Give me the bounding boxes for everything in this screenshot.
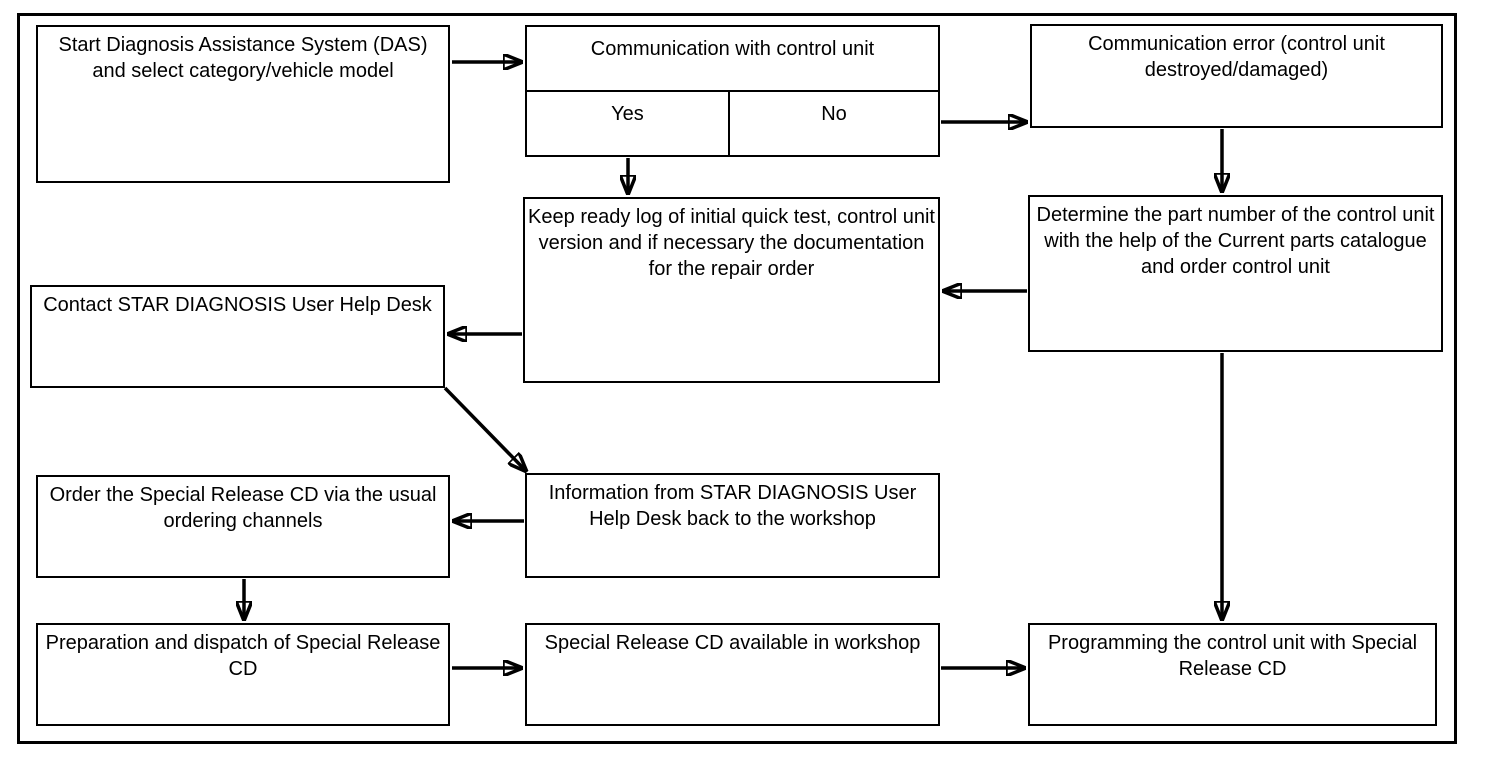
node-cd-available-workshop: Special Release CD available in workshop: [525, 623, 940, 726]
node-preparation-dispatch-cd-label: Preparation and dispatch of Special Rele…: [45, 632, 441, 680]
node-keep-ready-log-label: Keep ready log of initial quick test, co…: [528, 206, 935, 280]
node-info-back-to-workshop: Information from STAR DIAGNOSIS User Hel…: [525, 473, 940, 578]
node-cd-available-workshop-label: Special Release CD available in workshop: [544, 632, 921, 654]
node-programming-control-unit: Programming the control unit with Specia…: [1028, 623, 1437, 726]
node-preparation-dispatch-cd: Preparation and dispatch of Special Rele…: [36, 623, 450, 726]
node-start-das: Start Diagnosis Assistance System (DAS) …: [36, 25, 450, 183]
node-determine-part-number-label: Determine the part number of the control…: [1036, 204, 1435, 278]
node-order-special-release-cd: Order the Special Release CD via the usu…: [36, 475, 450, 578]
node-determine-part-number: Determine the part number of the control…: [1028, 195, 1443, 352]
node-communication-error: Communication error (control unit destro…: [1030, 24, 1443, 128]
communication-no-cell: No: [821, 103, 847, 125]
node-keep-ready-log: Keep ready log of initial quick test, co…: [523, 197, 940, 383]
node-start-das-label: Start Diagnosis Assistance System (DAS) …: [58, 34, 428, 82]
communication-check-options: Yes No: [527, 92, 938, 155]
node-info-back-to-workshop-label: Information from STAR DIAGNOSIS User Hel…: [548, 482, 917, 530]
node-communication-check: Communication with control unit Yes No: [525, 25, 940, 157]
communication-yes-cell: Yes: [527, 92, 730, 155]
node-contact-user-help-desk-label: Contact STAR DIAGNOSIS User Help Desk: [43, 294, 432, 316]
node-contact-user-help-desk: Contact STAR DIAGNOSIS User Help Desk: [30, 285, 445, 388]
node-order-special-release-cd-label: Order the Special Release CD via the usu…: [49, 484, 437, 532]
node-communication-check-label: Communication with control unit: [527, 27, 938, 92]
node-programming-control-unit-label: Programming the control unit with Specia…: [1047, 632, 1418, 680]
diagram-border: [17, 13, 1457, 744]
node-communication-error-label: Communication error (control unit destro…: [1088, 33, 1385, 81]
